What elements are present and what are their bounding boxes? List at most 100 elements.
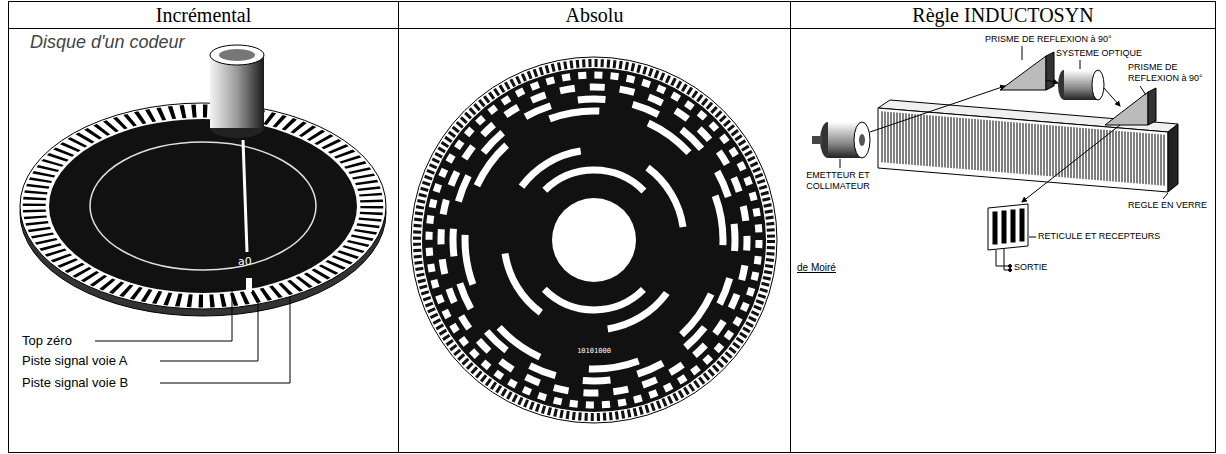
disk-slot (357, 186, 380, 191)
part-label: RETICULE ET RECEPTEURS (1038, 231, 1188, 242)
graduation (951, 117, 952, 168)
disk-slot (209, 294, 214, 307)
disk-slot (93, 124, 110, 136)
disk-slot (28, 227, 51, 233)
code-track (453, 99, 735, 381)
graduation (936, 116, 937, 167)
prism-left (1000, 52, 1054, 90)
part-number: 10101000 (560, 347, 628, 355)
graduation (882, 111, 883, 162)
disk-slot (360, 212, 383, 215)
graduation (900, 113, 901, 164)
disk-slot (29, 177, 52, 183)
track-label: Piste signal voie A (22, 353, 158, 369)
graduation (1020, 123, 1021, 174)
disk-slot (109, 282, 124, 294)
graduation (1119, 131, 1120, 182)
graduation (921, 115, 922, 166)
graduation (1086, 128, 1087, 179)
disk-slot (359, 218, 382, 222)
disk-slot (103, 120, 119, 132)
disk-slot (339, 155, 361, 163)
graduation (1011, 122, 1012, 173)
graduation (948, 117, 949, 168)
disk-slot (344, 161, 367, 169)
graduation (1029, 124, 1030, 175)
graduation (1098, 129, 1099, 180)
disk-slot (203, 105, 208, 118)
disk-slot (57, 258, 78, 268)
graduation (915, 114, 916, 165)
graduation (981, 120, 982, 171)
disk-slot (328, 144, 349, 154)
disk-slot (334, 150, 355, 159)
disk-slot (41, 159, 63, 167)
signal-name: SORTIE (1014, 262, 1064, 273)
graduation (984, 120, 985, 171)
disk-slot (23, 210, 46, 213)
absolute-disk (411, 57, 777, 423)
disk-slot (123, 114, 137, 127)
part-label: PRISME DE REFLEXION à 90° (1128, 62, 1212, 84)
disk-slot (156, 107, 166, 120)
disk-slot (130, 287, 143, 300)
disk-slot (296, 276, 313, 288)
graduation (978, 119, 979, 170)
disk-slot (355, 180, 378, 186)
disk-center (49, 119, 357, 293)
disk-slot (145, 109, 156, 122)
disk-slot (152, 291, 162, 304)
disk-slot (23, 197, 46, 200)
disk-slot (359, 193, 382, 197)
disk-slot (287, 280, 303, 292)
graduation (1041, 125, 1042, 176)
graduation (1155, 134, 1156, 185)
disk-slot (282, 118, 297, 130)
graduation (933, 116, 934, 167)
disk-slot (352, 173, 375, 179)
graduation (1074, 127, 1075, 178)
disk-slot (51, 253, 72, 262)
graduation (969, 119, 970, 170)
light-path (870, 80, 1120, 202)
disk-slot (113, 117, 128, 129)
code-track (504, 150, 684, 330)
output-wires (996, 249, 1012, 272)
graduation (999, 121, 1000, 172)
disk-slot (360, 206, 383, 209)
graduation (966, 118, 967, 169)
graduation (1077, 128, 1078, 179)
index-mark: a0 (238, 255, 262, 268)
graduation (1095, 129, 1096, 180)
graduation (906, 113, 907, 164)
disk-slot (163, 292, 172, 305)
graduation (1035, 124, 1036, 175)
disk-slot (119, 284, 133, 297)
code-track (524, 170, 664, 310)
disk-slot (347, 240, 370, 247)
graduation (1164, 135, 1165, 186)
graduation (1065, 127, 1066, 178)
graduation (1107, 130, 1108, 181)
graduation (1014, 122, 1015, 173)
graduation (1101, 130, 1102, 181)
table-header: Incrémental (9, 3, 398, 27)
graduation (1071, 127, 1072, 178)
table-grid (8, 1, 1216, 453)
disk-slot (26, 184, 49, 189)
code-ring (417, 63, 771, 417)
callout-leaders (840, 46, 1168, 237)
disk-slot (168, 106, 176, 119)
disk-slot (31, 232, 54, 238)
graduation (1128, 132, 1129, 183)
graduation (885, 112, 886, 163)
disk-slot (260, 288, 272, 301)
graduation (912, 114, 913, 165)
track-label: Top zéro (22, 333, 92, 349)
graduation (1158, 134, 1159, 185)
graduation (924, 115, 925, 166)
graduation (954, 117, 955, 168)
disk-slot (134, 111, 146, 124)
